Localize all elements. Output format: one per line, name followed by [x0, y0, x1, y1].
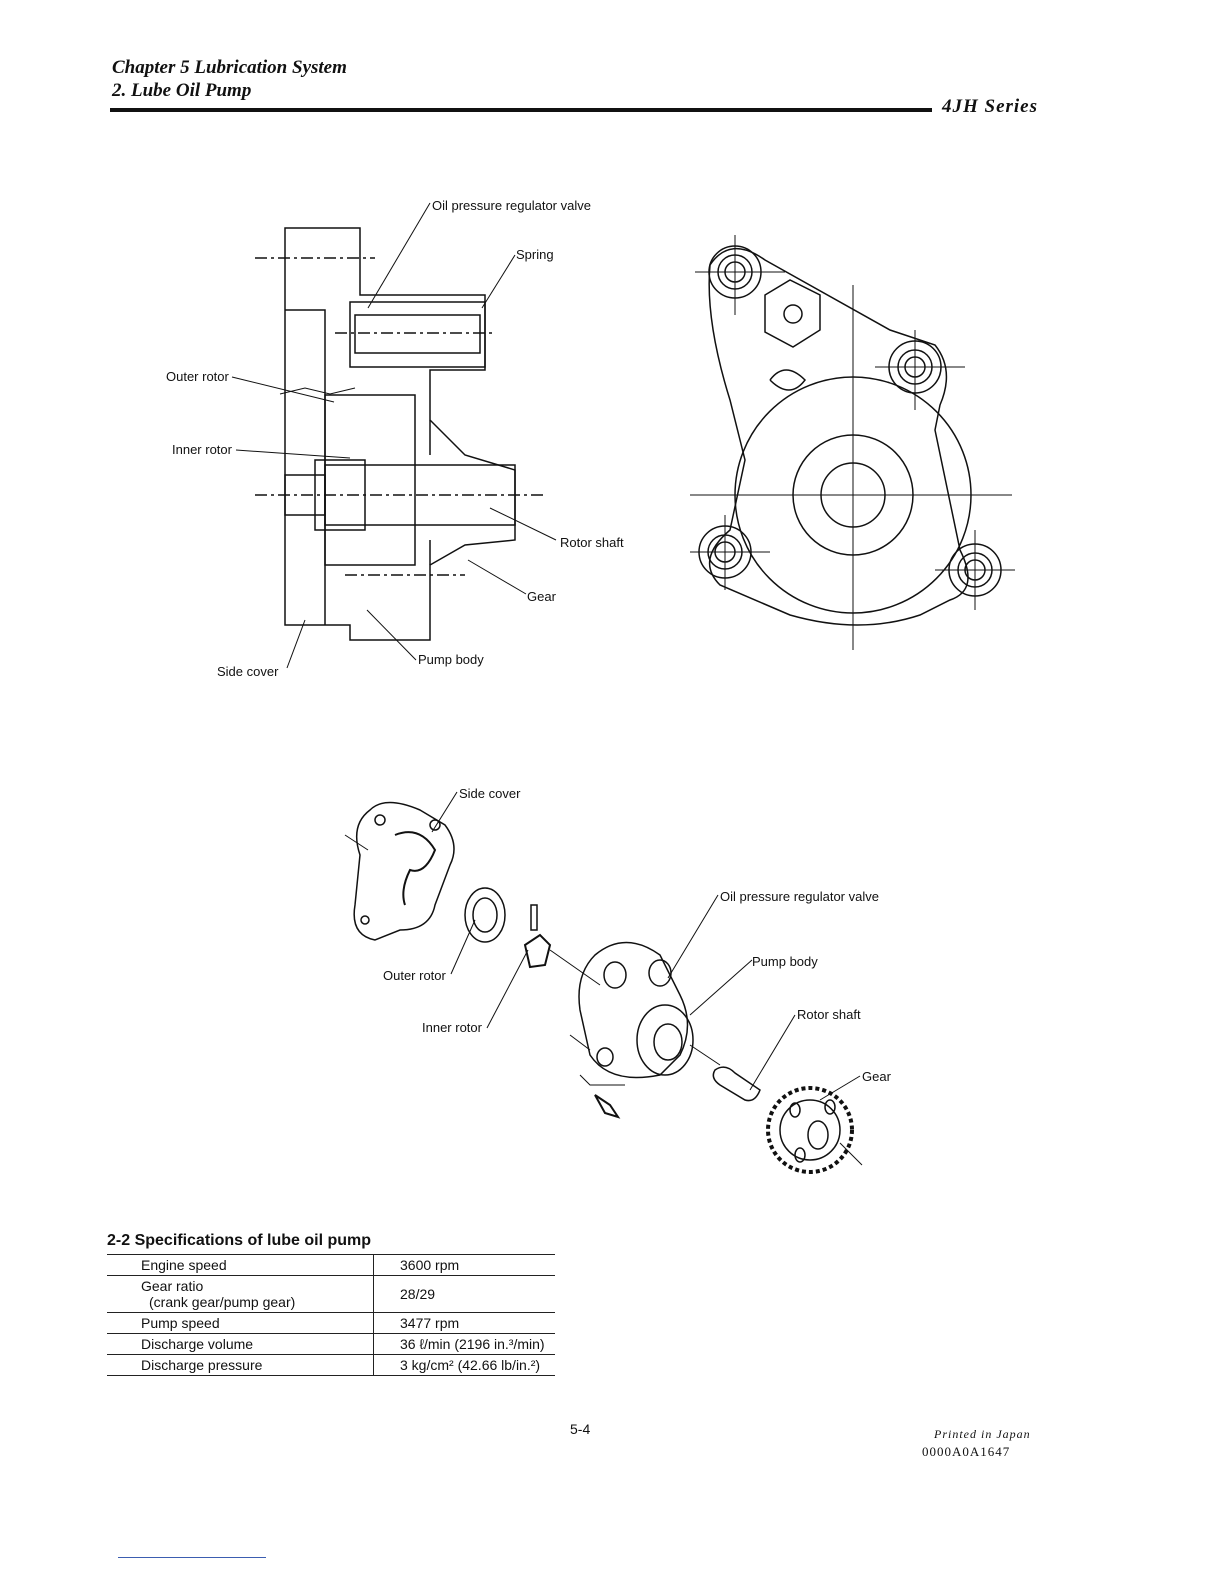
pump-front-view-drawing — [690, 235, 1015, 650]
spec-label: Discharge pressure — [141, 1357, 263, 1373]
printed-in-japan: Printed in Japan — [934, 1427, 1031, 1441]
fig1-label-spring: Spring — [516, 247, 554, 262]
table-row: Discharge volume 36 ℓ/min (2196 in.³/min… — [107, 1333, 555, 1355]
spec-table: Engine speed 3600 rpm Gear ratio(crank g… — [107, 1254, 555, 1376]
spec-label: Pump speed — [141, 1315, 220, 1331]
fig1-label-outer-rotor: Outer rotor — [166, 369, 229, 384]
spec-label: Engine speed — [141, 1257, 227, 1273]
spec-label: Discharge volume — [141, 1336, 254, 1352]
spec-value: 36 ℓ/min (2196 in.³/min) — [373, 1333, 555, 1355]
fig2-label-side-cover: Side cover — [459, 786, 521, 801]
spec-value: 3477 rpm — [373, 1312, 555, 1334]
fig1-label-pump-body: Pump body — [418, 652, 484, 667]
fig2-label-regulator: Oil pressure regulator valve — [720, 889, 879, 904]
document-code: 0000A0A1647 — [922, 1444, 1011, 1459]
fig2-label-gear: Gear — [862, 1069, 891, 1084]
header-rule — [110, 108, 932, 112]
table-row: Pump speed 3477 rpm — [107, 1312, 555, 1334]
figure2-leaders — [431, 791, 861, 1101]
fig1-label-gear: Gear — [527, 589, 556, 604]
bottom-rule — [118, 1557, 266, 1558]
fig2-label-pump-body: Pump body — [752, 954, 818, 969]
fig1-label-inner-rotor: Inner rotor — [172, 442, 232, 457]
chapter-title: Chapter 5 Lubrication System — [112, 57, 347, 78]
series-label: 4JH Series — [941, 96, 1038, 117]
section-title: 2. Lube Oil Pump — [112, 80, 252, 101]
fig1-label-rotor-shaft: Rotor shaft — [560, 535, 624, 550]
spec-sublabel: (crank gear/pump gear) — [149, 1294, 296, 1310]
spec-value: 3600 rpm — [373, 1254, 555, 1276]
fig2-label-rotor-shaft: Rotor shaft — [797, 1007, 861, 1022]
table-row: Discharge pressure 3 kg/cm² (42.66 lb/in… — [107, 1354, 555, 1376]
table-row: Engine speed 3600 rpm — [107, 1254, 555, 1276]
spec-heading: 2-2 Specifications of lube oil pump — [107, 1232, 372, 1249]
pump-exploded-view-drawing — [344, 801, 863, 1174]
figure1-leaders — [231, 202, 557, 669]
fig2-label-outer-rotor: Outer rotor — [383, 968, 446, 983]
pump-section-drawing — [255, 227, 545, 641]
fig1-label-side-cover: Side cover — [217, 664, 279, 679]
table-row: Gear ratio(crank gear/pump gear) 28/29 — [107, 1275, 555, 1313]
spec-value: 28/29 — [373, 1275, 555, 1313]
spec-label: Gear ratio — [141, 1278, 204, 1294]
page-number: 5-4 — [570, 1421, 591, 1437]
fig1-label-regulator: Oil pressure regulator valve — [432, 198, 591, 213]
fig2-label-inner-rotor: Inner rotor — [422, 1020, 482, 1035]
spec-value: 3 kg/cm² (42.66 lb/in.²) — [373, 1354, 555, 1376]
